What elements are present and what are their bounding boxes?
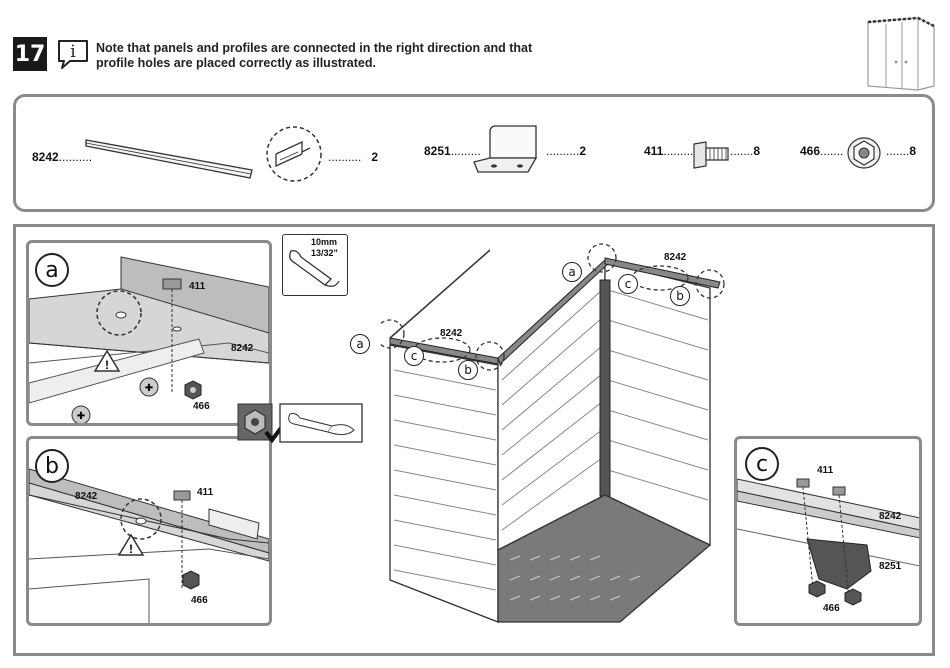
detail-a-marker: a [35,253,69,287]
part-qty-8251: ..........2 [546,144,587,158]
shed-profile-label-front: 8242 [440,328,463,339]
shed-marker-c-left: c [404,346,424,366]
corner-bracket-icon [473,125,538,173]
part-qty-411: .......8 [730,144,761,158]
detail-c-marker: c [745,447,779,481]
detail-a-profile-label: 8242 [231,343,254,354]
detail-a-nut-label: 466 [193,401,210,412]
shed-marker-b-left: b [458,360,478,380]
wrench-size-in: 13/32" [311,248,338,258]
step-number: 17 [13,37,47,71]
wrench-size-mm: 10mm [311,237,338,247]
wrench-size-box: 10mm 13/32" [282,234,348,296]
part-code-466: 466....... [800,144,844,158]
part-code-8242: 8242.......... [32,150,93,164]
part-qty-466: .......8 [886,144,917,158]
tighten-nut-icon [237,403,363,444]
detail-b-profile-label: 8242 [75,491,98,502]
detail-b-bolt-label: 411 [197,487,214,498]
detail-c-nut-label: 466 [823,603,840,614]
svg-text:!: ! [129,542,133,556]
assembly-panel [13,224,935,656]
wrench-icon [289,249,340,287]
instruction-note: Note that panels and profiles are connec… [96,41,532,71]
detail-b-marker: b [35,449,69,483]
parts-list-panel [13,94,935,212]
detail-c-illustration [737,478,919,606]
svg-text:✚: ✚ [145,383,153,394]
detail-c-profile-label: 8242 [879,511,902,522]
shed-thumbnail-icon [867,16,935,91]
detail-b-illustration: ! [29,468,269,623]
part-code-8251: 8251......... [424,144,481,158]
detail-a-bolt-label: 411 [189,281,206,292]
shed-profile-label-top: 8242 [664,252,687,263]
note-line-2: profile holes are placed correctly as il… [96,56,376,70]
detail-a-illustration: ✚ ✚ ! [29,256,269,423]
shed-assembly-illustration [380,243,725,623]
bolt-icon [693,141,729,169]
detail-panel-b: ! b 8242 411 466 [26,436,272,626]
detail-b-nut-label: 466 [191,595,208,606]
shed-marker-b-top: b [670,286,690,306]
detail-panel-c: c 411 8242 8251 466 [734,436,922,626]
flange-nut-icon [847,137,881,169]
svg-text:!: ! [105,358,109,372]
svg-text:✚: ✚ [77,411,85,422]
part-qty-8242: .......... 2 [328,150,379,164]
shed-marker-a-top: a [562,262,582,282]
detail-panel-a: ✚ ✚ ! a 411 8242 466 [26,240,272,426]
note-line-1: Note that panels and profiles are connec… [96,41,533,55]
detail-c-bracket-label: 8251 [879,561,902,572]
long-profile-icon [85,139,253,179]
info-icon: i [58,40,88,69]
profile-section-icon [266,126,322,182]
shed-marker-a-left: a [350,334,370,354]
shed-marker-c-top: c [618,274,638,294]
svg-text:i: i [70,42,76,62]
part-code-411: 411......... [644,144,694,158]
detail-c-bolt-label: 411 [817,465,834,476]
